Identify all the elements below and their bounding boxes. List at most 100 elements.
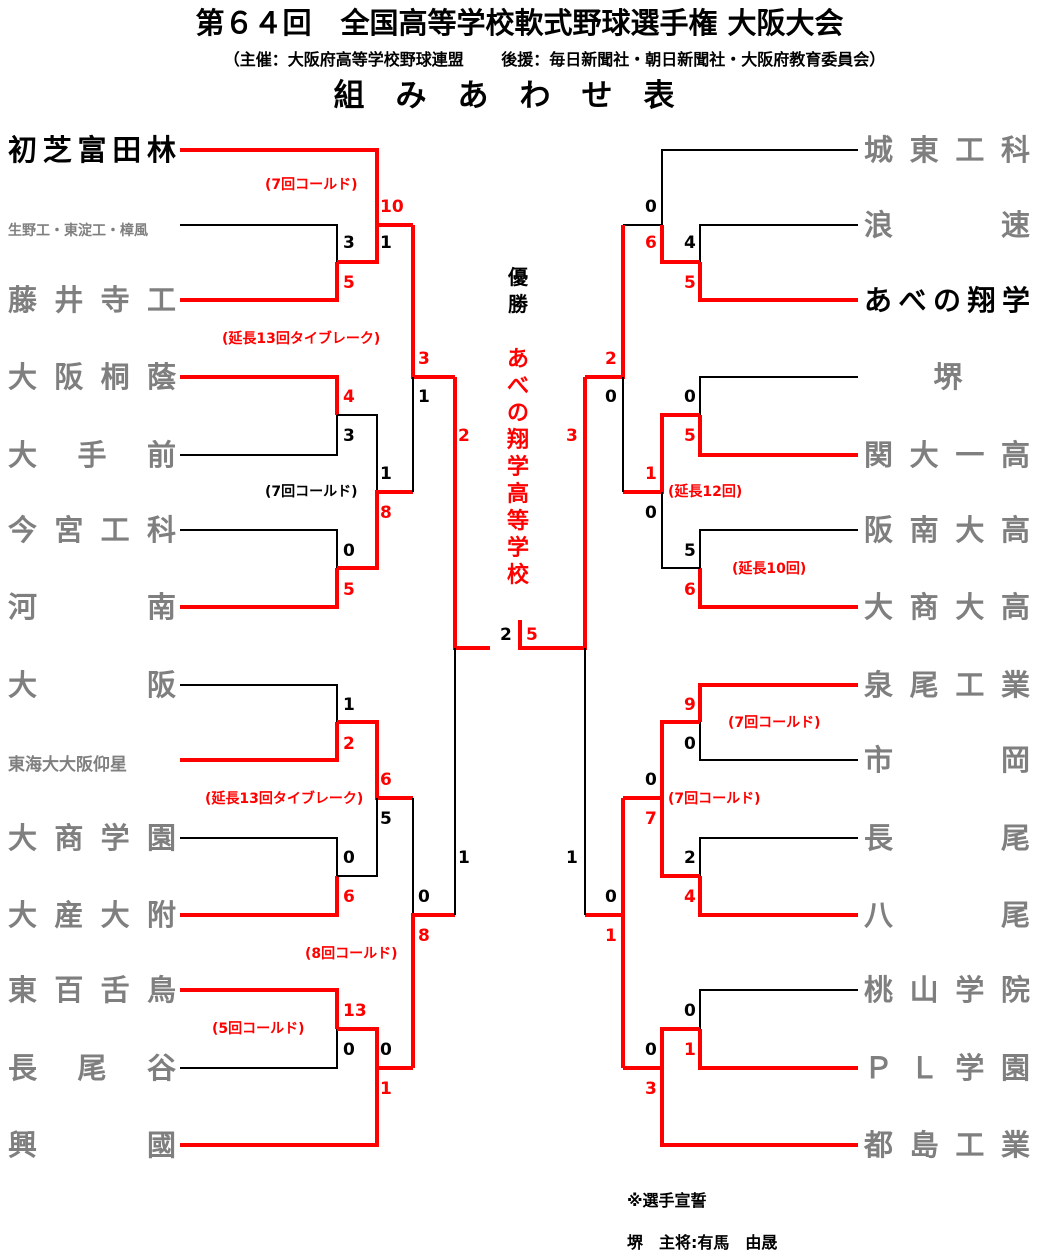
- right-team-8: 泉尾工業: [864, 668, 1030, 702]
- score-l-r2-c-top: 6: [380, 770, 392, 790]
- left-team-10: 大商学園: [8, 821, 176, 855]
- l-r1f-out: [337, 1027, 379, 1068]
- r-r1b-top: [699, 376, 858, 415]
- organizer-line: （主催：大阪府高等学校野球連盟 後援：毎日新聞社・朝日新聞社・大阪府教育委員会）: [223, 50, 886, 69]
- l-r1b-out: [337, 414, 378, 492]
- score-r-r1-f-bot: 1: [684, 1040, 696, 1060]
- score-r-r1-c-top: 5: [684, 541, 696, 561]
- l-r1d-bot: [180, 722, 339, 762]
- oath-heading: ※選手宣誓: [627, 1191, 707, 1210]
- champion-label: 優勝: [508, 265, 528, 316]
- score-l-qf-b-top: 0: [418, 887, 430, 907]
- right-team-2: 浪速: [864, 208, 1030, 242]
- l-qf-a-out: [453, 377, 490, 650]
- l-r1c-bot: [180, 568, 339, 609]
- score-l-r2-b-top: 1: [380, 464, 392, 484]
- score-l-r1-d-bot: 2: [343, 734, 355, 754]
- note-l-cold5: (5回コールド): [212, 1021, 305, 1037]
- score-r-r2-b-top: 1: [645, 464, 657, 484]
- score-l-r2-c-bot: 5: [380, 809, 392, 829]
- note-r-cold7-b: (7回コールド): [668, 791, 761, 807]
- r-r1a-bot: [698, 262, 858, 302]
- score-final-right: 5: [526, 625, 538, 645]
- right-team-1: 城東工科: [864, 133, 1030, 167]
- r-team-1-line: [623, 149, 858, 226]
- left-team-12: 東百舌鳥: [8, 973, 176, 1007]
- score-l-r1-e-top: 0: [343, 848, 355, 868]
- left-team-6: 今宮工科: [8, 513, 176, 547]
- l-r1e-out: [337, 798, 378, 877]
- left-team-8: 大阪: [8, 668, 176, 702]
- l-r1a-top: [180, 224, 338, 262]
- score-r-r2-d-top: 0: [645, 1040, 657, 1060]
- r-r1a-top: [699, 224, 858, 262]
- r-r1e-top: [699, 837, 858, 876]
- score-r-r1-f-top: 0: [684, 1001, 696, 1021]
- score-r-r2-a-top: 0: [645, 197, 657, 217]
- oath-line: 堺 主将:有馬 由晟: [627, 1233, 778, 1252]
- score-l-r1-b-bot: 3: [343, 426, 355, 446]
- right-team-11: 八尾: [864, 898, 1030, 932]
- score-l-r2-a-bot: 1: [380, 233, 392, 253]
- score-r-sf-bot: 1: [566, 848, 578, 868]
- note-l-cold8: (8回コールド): [305, 946, 398, 962]
- score-l-r2-b-bot: 8: [380, 503, 392, 523]
- left-team-13: 長尾谷: [8, 1051, 177, 1085]
- score-r-r2-c-top: 0: [645, 770, 657, 790]
- bracket-title: 組みあわせ表: [333, 78, 706, 114]
- score-r-qf-a-bot: 0: [605, 387, 617, 407]
- note-l-cold7-b: (7回コールド): [265, 484, 358, 500]
- l-r1f-top: [180, 988, 339, 1029]
- r-r1c-top: [699, 529, 858, 568]
- left-team-9: 東海大大阪仰星: [8, 754, 127, 775]
- l-r1a-bot: [180, 262, 339, 302]
- r-r1e-bot: [698, 876, 858, 917]
- score-r-r1-d-bot: 0: [684, 734, 696, 754]
- score-l-qf-a-bot: 1: [418, 387, 430, 407]
- score-r-r2-a-bot: 6: [645, 233, 657, 253]
- note-r-cold7-a: (7回コールド): [728, 715, 821, 731]
- note-l-cold7-a: (7回コールド): [265, 177, 358, 193]
- r-r2d-out: [585, 913, 625, 1068]
- score-l-qf-a-top: 3: [418, 349, 430, 369]
- score-r-r2-c-bot: 7: [645, 809, 657, 829]
- score-r-r2-d-bot: 3: [645, 1079, 657, 1099]
- r-r1c-bot: [698, 568, 858, 609]
- l-team-14-line: [180, 1066, 413, 1147]
- note-r-ext10: (延長10回): [732, 560, 806, 577]
- right-team-9: 市岡: [864, 743, 1030, 777]
- r-r1d-bot: [699, 722, 858, 761]
- score-r-qf-b-bot: 1: [605, 926, 617, 946]
- r-team-14-line: [623, 1066, 858, 1147]
- r-r2a-out: [585, 225, 625, 379]
- r-r1f-bot: [698, 1029, 858, 1070]
- r-r1b-bot: [698, 415, 858, 457]
- score-l-r1-a-bot: 5: [343, 273, 355, 293]
- left-team-1: 初芝富田林: [8, 133, 176, 167]
- score-l-r2-a-top: 10: [380, 197, 404, 217]
- score-r-r1-a-bot: 5: [684, 273, 696, 293]
- score-l-r1-f-top: 13: [343, 1001, 367, 1021]
- score-l-r1-d-top: 1: [343, 695, 355, 715]
- right-team-14: 都島工業: [863, 1128, 1030, 1162]
- left-team-14: 興國: [8, 1128, 176, 1162]
- r-r1e-out: [660, 798, 700, 878]
- score-l-r1-c-top: 0: [343, 541, 355, 561]
- score-l-sf-top: 2: [458, 426, 470, 446]
- right-team-4: 堺: [933, 360, 963, 394]
- left-team-7: 河南: [8, 590, 176, 624]
- score-r-r1-b-top: 0: [684, 387, 696, 407]
- score-r-r1-e-bot: 4: [684, 887, 696, 907]
- score-r-r1-a-top: 4: [684, 233, 696, 253]
- l-r1e-top: [180, 837, 338, 876]
- score-l-r1-a-top: 3: [343, 233, 355, 253]
- left-team-11: 大産大附: [8, 898, 176, 932]
- score-l-r1-b-top: 4: [343, 387, 355, 407]
- l-r1b-bot: [180, 415, 338, 456]
- r-r1f-out: [660, 1027, 700, 1068]
- l-r2d-out: [411, 913, 455, 1068]
- score-l-r2-d-top: 0: [380, 1040, 392, 1060]
- champion-name: あべの翔学高等学校: [506, 347, 529, 588]
- l-r1c-out: [337, 490, 413, 570]
- note-r-ext12: (延長12回): [668, 483, 742, 500]
